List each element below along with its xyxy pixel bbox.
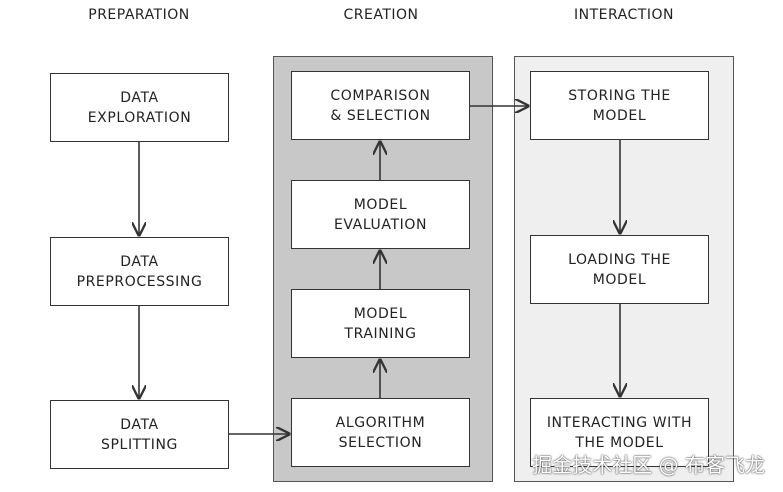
box-data-splitting: DATA SPLITTING <box>50 400 229 469</box>
column-title-preparation: PREPARATION <box>88 7 190 23</box>
box-model-training: MODEL TRAINING <box>291 289 470 358</box>
box-comparison-selection: COMPARISON & SELECTION <box>291 71 470 140</box>
column-title-interaction: INTERACTION <box>574 7 674 23</box>
column-title-creation: CREATION <box>343 7 419 23</box>
box-algorithm-selection: ALGORITHM SELECTION <box>291 398 470 467</box>
box-loading-the-model: LOADING THE MODEL <box>530 235 709 304</box>
box-storing-the-model: STORING THE MODEL <box>530 71 709 140</box>
watermark-text: 掘金技术社区 @ 布客飞龙 <box>532 453 765 477</box>
box-interacting-with-the-model: INTERACTING WITH THE MODEL <box>530 398 709 467</box>
box-model-evaluation: MODEL EVALUATION <box>291 180 470 249</box>
box-data-exploration: DATA EXPLORATION <box>50 73 229 142</box>
box-data-preprocessing: DATA PREPROCESSING <box>50 237 229 306</box>
